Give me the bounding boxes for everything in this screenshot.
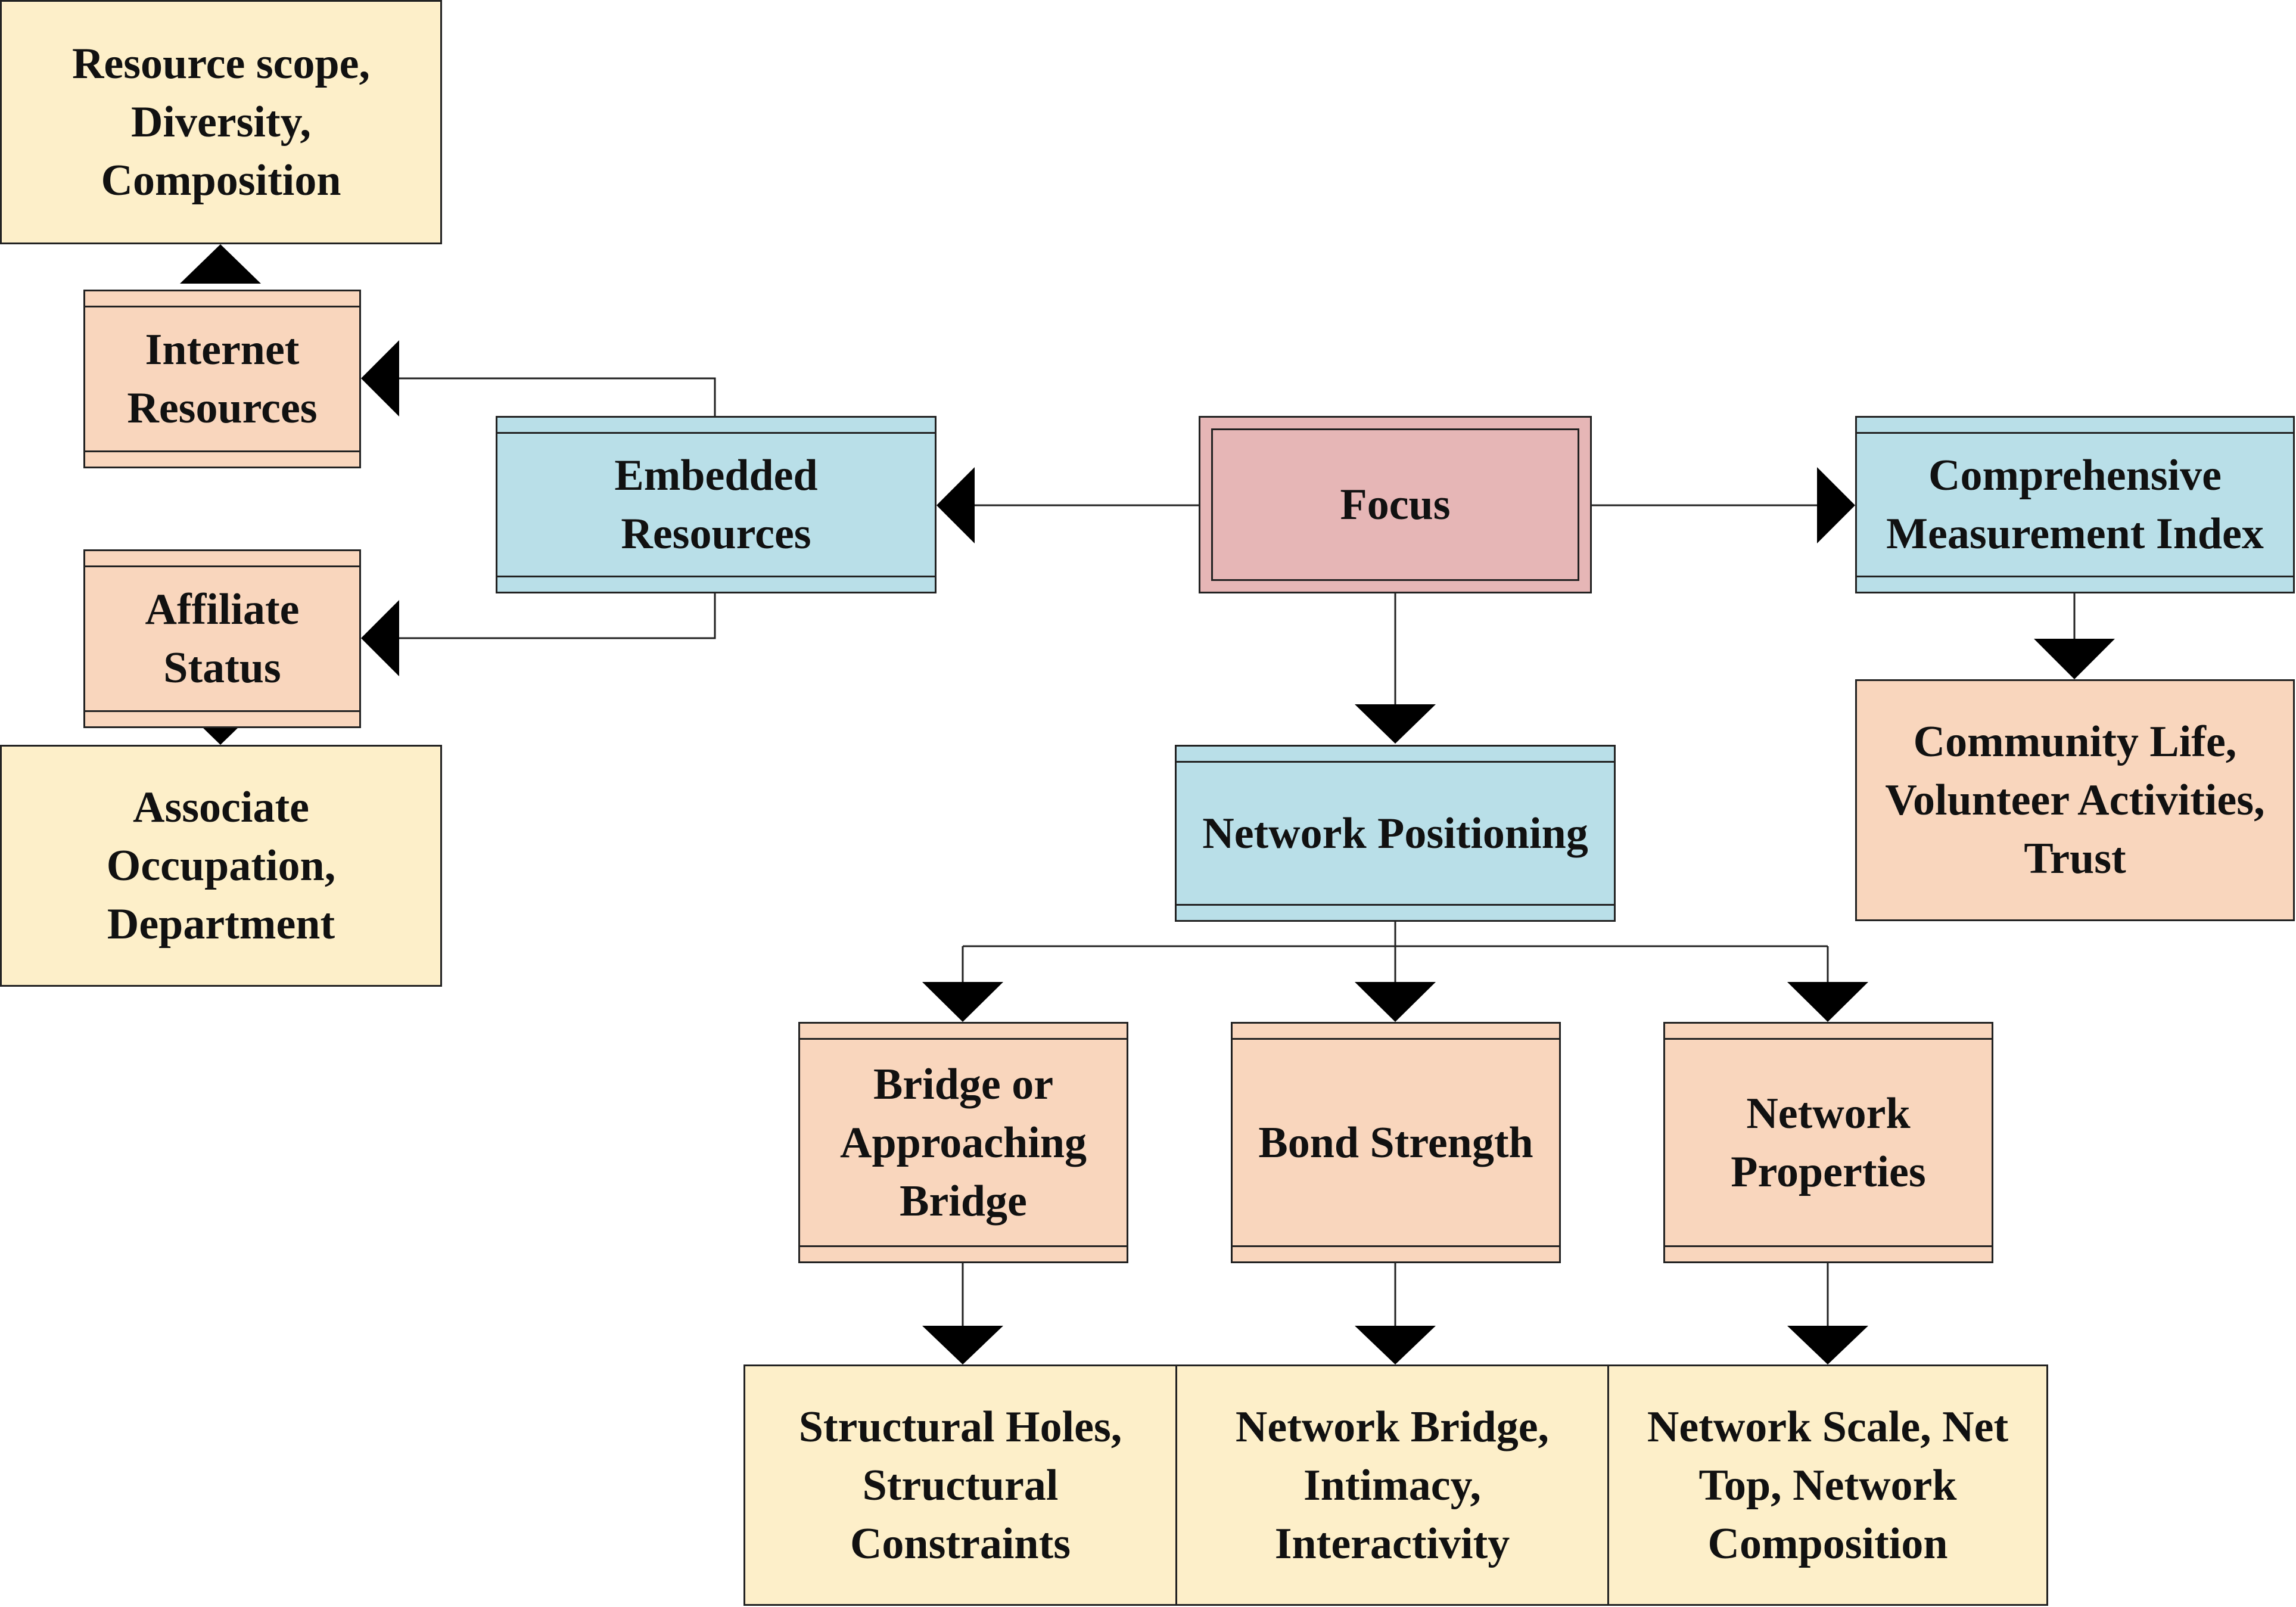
community-life-box: Community Life, Volunteer Activities, Tr…: [1855, 679, 2295, 921]
arrow-right-index: [1817, 467, 1855, 543]
bond-strength-label: Bond Strength: [1258, 1118, 1533, 1167]
embedded-resources-box: Embedded Resources: [496, 416, 937, 593]
arrow-down-community: [2034, 639, 2115, 679]
associate-occupation-box: Associate Occupation, Department: [0, 745, 442, 987]
connector-embedded-affiliate: [399, 593, 716, 639]
structural-holes-label: Structural Holes, Structural Constraints: [798, 1402, 1122, 1568]
structural-holes-box: Structural Holes, Structural Constraints: [743, 1364, 1177, 1606]
bridge-label: Bridge or Approaching Bridge: [840, 1059, 1087, 1226]
network-properties-label: Network Properties: [1731, 1089, 1926, 1196]
network-scale-label: Network Scale, Net Top, Network Composit…: [1647, 1402, 2009, 1568]
comprehensive-index-label: Comprehensive Measurement Index: [1886, 451, 2264, 558]
network-bridge-label: Network Bridge, Intimacy, Interactivity: [1235, 1402, 1550, 1568]
affiliate-status-box: Affiliate Status: [83, 549, 361, 728]
arrow-down-netprops: [1787, 982, 1868, 1022]
arrow-left-embedded: [937, 467, 975, 543]
connector-embedded-internet: [399, 377, 716, 416]
network-positioning-label: Network Positioning: [1202, 809, 1588, 858]
embedded-resources-label: Embedded Resources: [614, 451, 818, 558]
arrow-down-holes: [922, 1326, 1003, 1364]
arrow-up-scope: [180, 244, 261, 284]
focus-label: Focus: [1340, 480, 1451, 529]
community-life-label: Community Life, Volunteer Activities, Tr…: [1885, 717, 2265, 883]
arrow-down-scale: [1787, 1326, 1868, 1364]
arrow-down-bond: [1355, 982, 1436, 1022]
bond-strength-box: Bond Strength: [1231, 1022, 1561, 1263]
comprehensive-index-box: Comprehensive Measurement Index: [1855, 416, 2295, 593]
arrow-down-netbridge: [1355, 1326, 1436, 1364]
network-positioning-box: Network Positioning: [1175, 745, 1616, 922]
internet-resources-box: Internet Resources: [83, 290, 361, 468]
arrow-left-internet: [361, 340, 399, 416]
resource-scope-box: Resource scope, Diversity, Composition: [0, 0, 442, 244]
bridge-box: Bridge or Approaching Bridge: [798, 1022, 1128, 1263]
arrow-left-affiliate: [361, 600, 399, 676]
arrow-down-positioning: [1355, 704, 1436, 744]
network-properties-box: Network Properties: [1663, 1022, 1993, 1263]
resource-scope-label: Resource scope, Diversity, Composition: [71, 39, 371, 205]
associate-occupation-label: Associate Occupation, Department: [106, 783, 336, 949]
arrow-down-bridge: [922, 982, 1003, 1022]
network-bridge-box: Network Bridge, Intimacy, Interactivity: [1175, 1364, 1609, 1606]
network-scale-box: Network Scale, Net Top, Network Composit…: [1607, 1364, 2048, 1606]
affiliate-status-label: Affiliate Status: [145, 585, 300, 692]
focus-box: Focus: [1199, 416, 1592, 593]
internet-resources-label: Internet Resources: [127, 325, 318, 433]
